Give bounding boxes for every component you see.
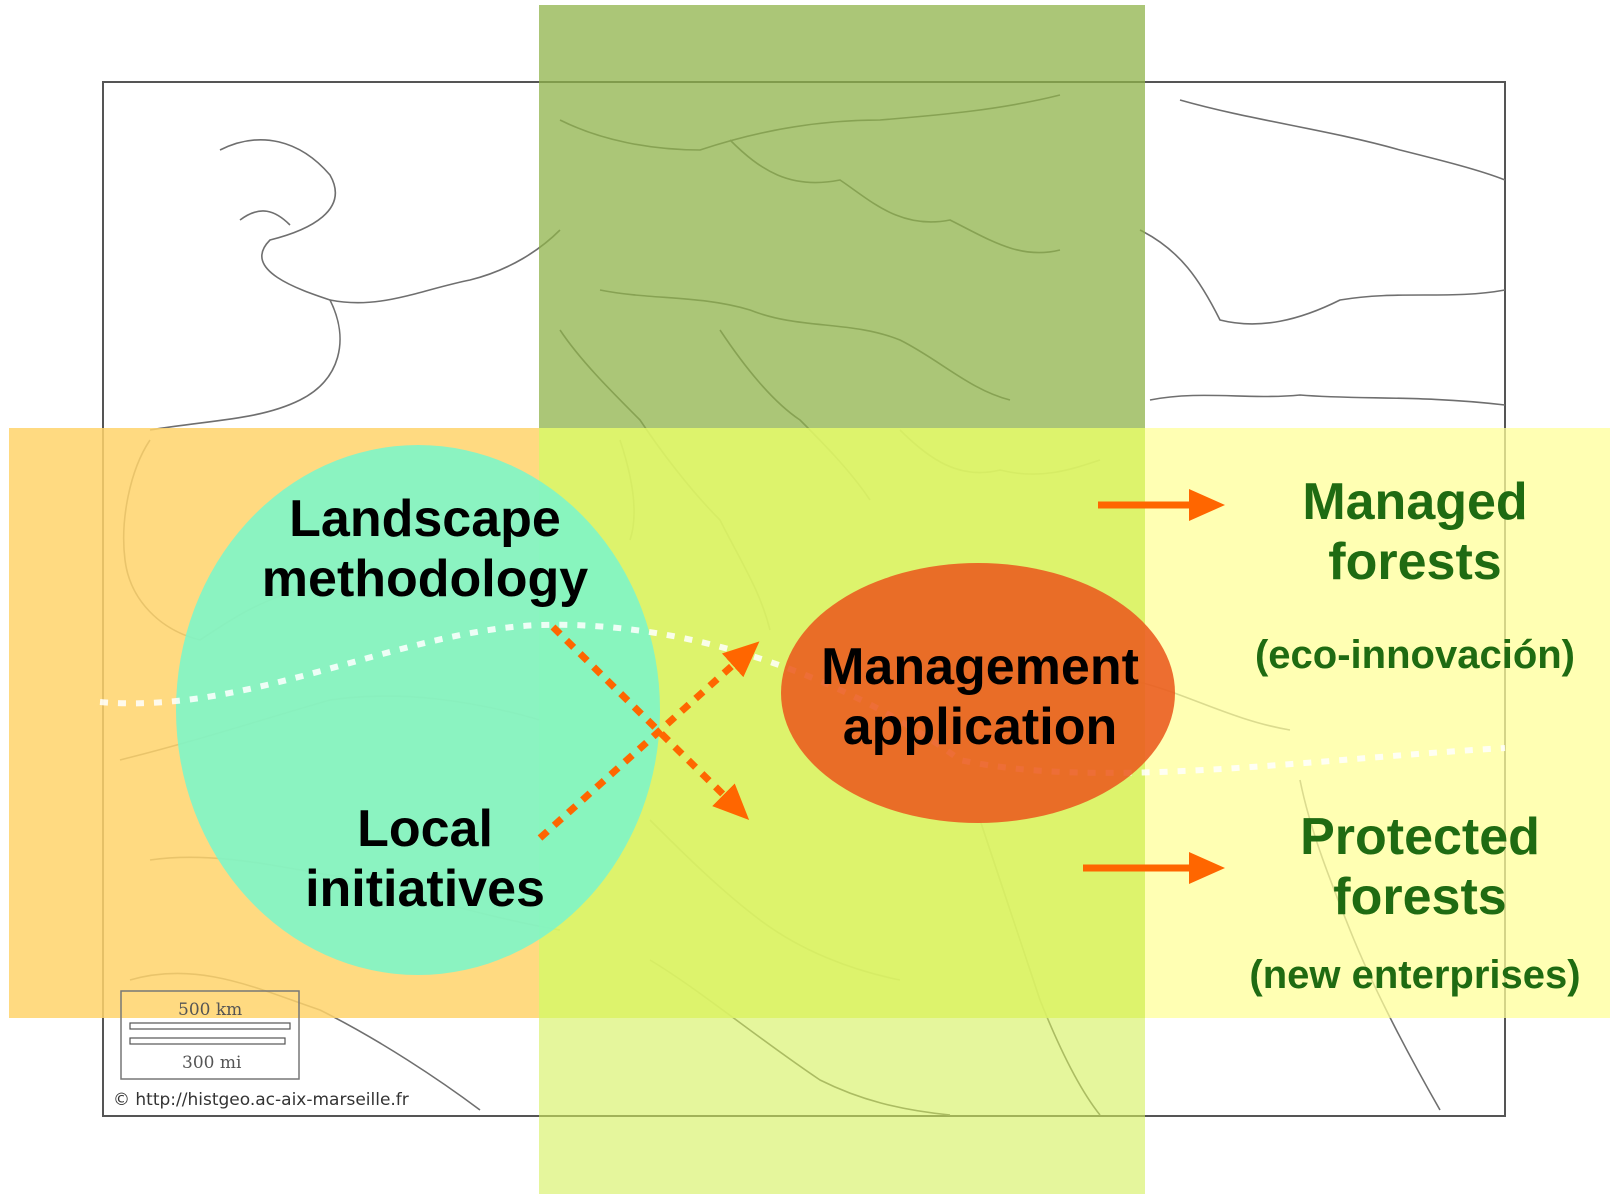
local-initiatives-label: Local initiatives	[260, 800, 590, 920]
scale-mi-label: 300 mi	[182, 1053, 242, 1073]
protected-forests-subtitle-text: (new enterprises)	[1249, 953, 1581, 997]
band-lime-bottom	[539, 1018, 1145, 1194]
managed-forests-subtitle-text: (eco-innovación)	[1254, 633, 1576, 677]
scale-km-label: 500 km	[178, 1000, 242, 1020]
dashed-arrow-to-bottom	[550, 624, 750, 821]
management-application-label: Management application	[810, 638, 1150, 758]
landscape-methodology-label: Landscape methodology	[240, 490, 610, 610]
managed-forests-subtitle: (eco-innovación)	[1230, 632, 1600, 678]
local-initiatives-text: Local initiatives	[305, 800, 545, 918]
dashed-arrow-to-top	[537, 641, 760, 841]
managed-forests-title: Managed forests	[1250, 473, 1580, 593]
landscape-methodology-text: Landscape methodology	[261, 490, 589, 608]
scale-bar: 500 km 300 mi	[120, 990, 300, 1080]
protected-forests-title: Protected forests	[1250, 808, 1590, 928]
management-application-text: Management application	[821, 638, 1139, 756]
band-green	[539, 5, 1145, 428]
management-ellipse	[781, 563, 1175, 823]
managed-forests-text: Managed forests	[1302, 473, 1528, 591]
landscape-local-circle	[176, 445, 660, 975]
protected-forests-subtitle: (new enterprises)	[1225, 952, 1605, 998]
protected-forests-text: Protected forests	[1300, 808, 1540, 926]
map-credit: © http://histgeo.ac-aix-marseille.fr	[113, 1090, 409, 1110]
